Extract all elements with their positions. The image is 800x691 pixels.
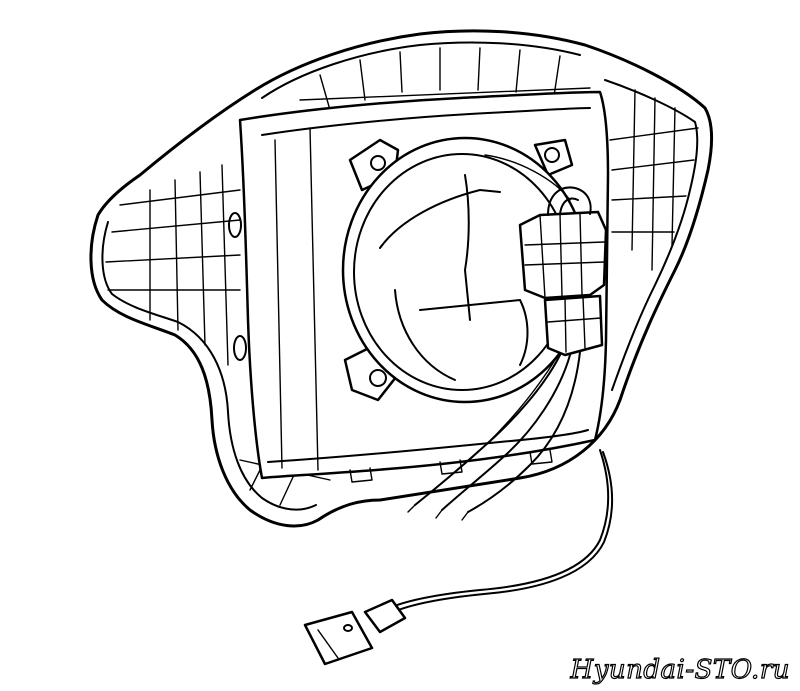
wiring-connector-block [518, 186, 608, 357]
top-ribs [299, 47, 591, 111]
lead-wire-with-plug [303, 449, 614, 666]
inflator-unit [341, 136, 589, 404]
right-ribs [609, 89, 699, 271]
left-ribs [105, 164, 241, 366]
watermark-text: Hyundai-STO.ru [570, 654, 790, 685]
wire-harness [407, 351, 581, 521]
